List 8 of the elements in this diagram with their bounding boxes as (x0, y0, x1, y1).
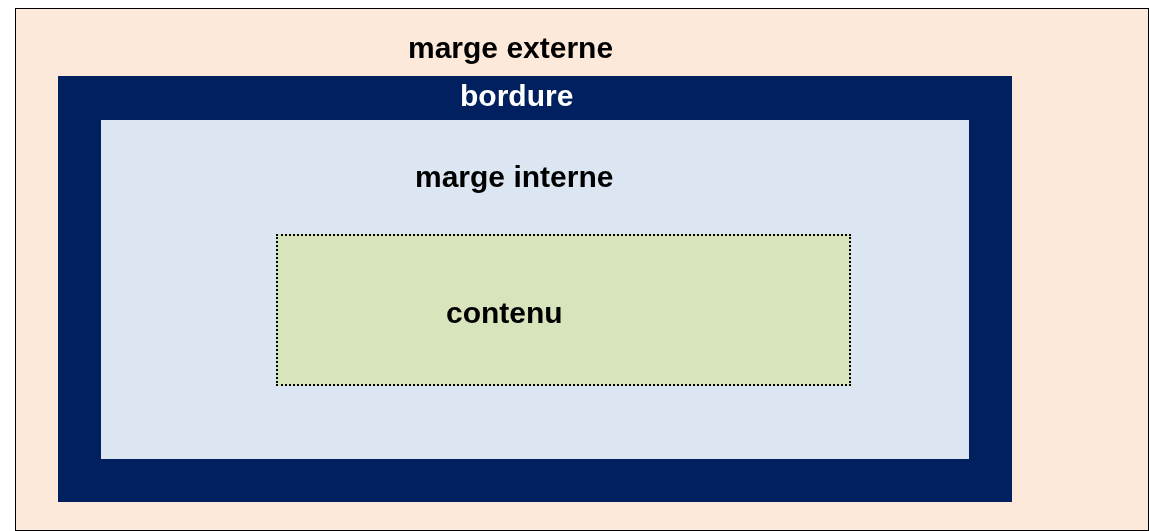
border-frame (58, 76, 1012, 502)
area-label: marge interne (415, 162, 614, 192)
outer-margin-area (15, 8, 1149, 531)
area-label: contenu (446, 298, 563, 328)
area-label: marge externe (408, 33, 614, 63)
content-box (276, 234, 851, 386)
area-label: bordure (460, 81, 574, 111)
padding-area (101, 120, 969, 459)
